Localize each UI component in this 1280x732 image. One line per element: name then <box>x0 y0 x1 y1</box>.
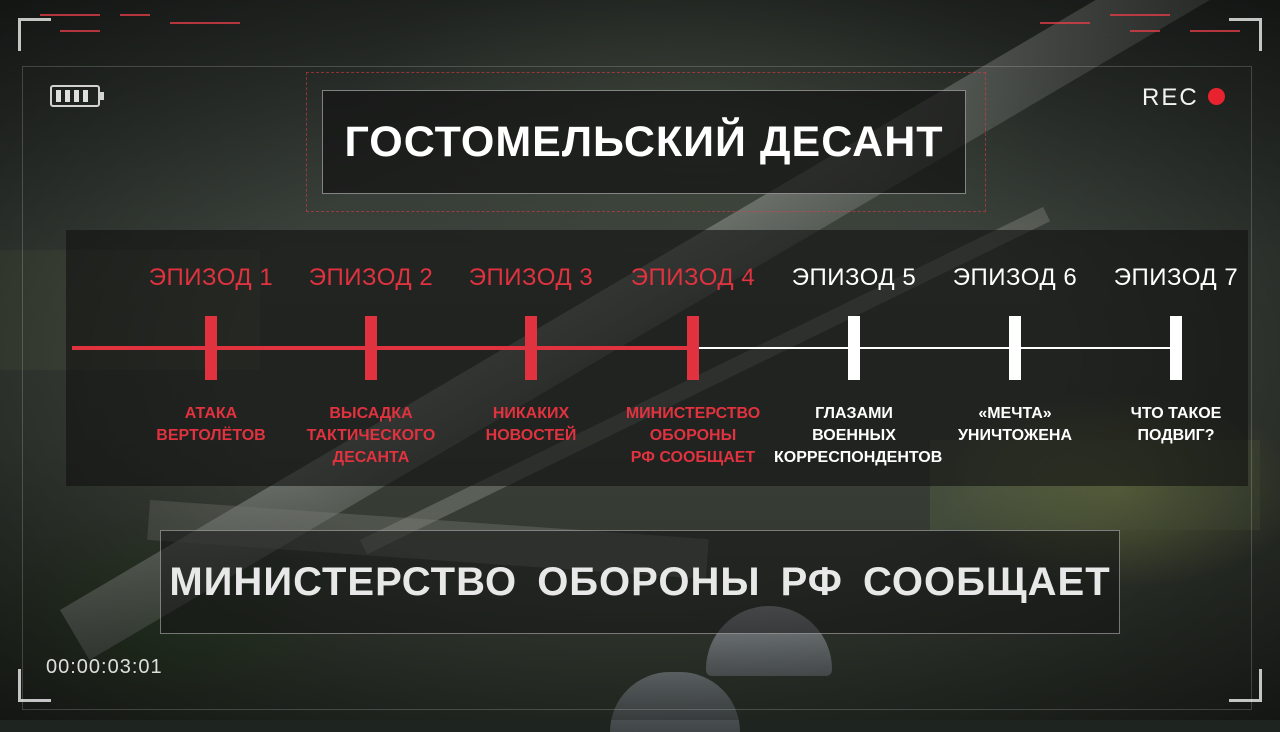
episode-description: «МЕЧТА» УНИЧТОЖЕНА <box>935 403 1095 447</box>
timeline-remaining-line <box>694 347 1170 349</box>
episode-label: ЭПИЗОД 1 <box>148 264 274 291</box>
episode-description-line: КОРРЕСПОНДЕНТОВ <box>774 449 943 466</box>
episode-label: ЭПИЗОД 3 <box>468 264 594 291</box>
timecode: 00:00:03:01 <box>46 656 163 678</box>
episode-label: ЭПИЗОД 6 <box>952 264 1078 291</box>
episode-description-line: ПОДВИГ? <box>1137 427 1215 444</box>
episode-description-line: ЧТО ТАКОЕ <box>1130 405 1222 422</box>
episode-description-line: МИНИСТЕРСТВО <box>625 405 761 422</box>
episode-description: АТАКА ВЕРТОЛЁТОВ <box>131 403 291 447</box>
episode-description-line: НИКАКИХ <box>492 405 570 422</box>
episode-description: ГЛАЗАМИ ВОЕННЫХ КОРРЕСПОНДЕНТОВ <box>774 403 943 469</box>
title-outer-frame <box>306 72 986 212</box>
episode-marker <box>365 316 377 380</box>
frame-corner <box>18 18 51 51</box>
title-box: ГОСТОМЕЛЬСКИЙ ДЕСАНТ <box>322 90 966 194</box>
episode-description-line: ВОЕННЫХ <box>812 427 896 444</box>
episode-marker <box>525 316 537 380</box>
episode-marker <box>205 316 217 380</box>
battery-icon <box>50 85 104 107</box>
frame-corner <box>18 669 51 702</box>
episode-description-line: ДЕСАНТА <box>332 449 410 466</box>
frame-corner <box>1229 669 1262 702</box>
episode-description-line: ТАКТИЧЕСКОГО <box>306 427 436 444</box>
episode-label: ЭПИЗОД 2 <box>308 264 434 291</box>
record-dot-icon <box>1208 88 1225 105</box>
episode-description: МИНИСТЕРСТВО ОБОРОНЫ РФ СООБЩАЕТ <box>613 403 773 469</box>
hud-tick-strip <box>1040 12 1260 38</box>
episode-label: ЭПИЗОД 7 <box>1113 264 1239 291</box>
episode-description-line: ОБОРОНЫ <box>649 427 737 444</box>
episode-description-line: ВЫСАДКА <box>329 405 413 422</box>
caption-box: МИНИСТЕРСТВО ОБОРОНЫ РФ СООБЩАЕТ <box>160 530 1120 634</box>
episode-label: ЭПИЗОД 4 <box>630 264 756 291</box>
episode-description-line: НОВОСТЕЙ <box>485 427 577 444</box>
episode-description-line: РФ СООБЩАЕТ <box>630 449 756 466</box>
hud-tick-strip <box>40 12 270 38</box>
page-title: ГОСТОМЕЛЬСКИЙ ДЕСАНТ <box>344 117 944 166</box>
episode-description: ВЫСАДКА ТАКТИЧЕСКОГО ДЕСАНТА <box>291 403 451 469</box>
episode-marker <box>1170 316 1182 380</box>
frame-corner <box>1229 18 1262 51</box>
episode-description-line: ВЕРТОЛЁТОВ <box>156 427 266 444</box>
episode-description-line: ГЛАЗАМИ <box>815 405 893 422</box>
episode-description-line: УНИЧТОЖЕНА <box>957 427 1073 444</box>
episode-marker <box>848 316 860 380</box>
timeline-band <box>66 230 1248 486</box>
viewfinder-frame <box>22 66 1252 710</box>
episode-description-line: АТАКА <box>184 405 238 422</box>
caption-text: МИНИСТЕРСТВО ОБОРОНЫ РФ СООБЩАЕТ <box>169 559 1111 604</box>
episode-description: ЧТО ТАКОЕ ПОДВИГ? <box>1096 403 1256 447</box>
episode-marker <box>1009 316 1021 380</box>
timeline-progress-line <box>72 346 694 350</box>
episode-marker <box>687 316 699 380</box>
rec-label: REC <box>1142 84 1199 111</box>
episode-label: ЭПИЗОД 5 <box>791 264 917 291</box>
episode-description: НИКАКИХ НОВОСТЕЙ <box>451 403 611 447</box>
episode-description-line: «МЕЧТА» <box>978 405 1052 422</box>
